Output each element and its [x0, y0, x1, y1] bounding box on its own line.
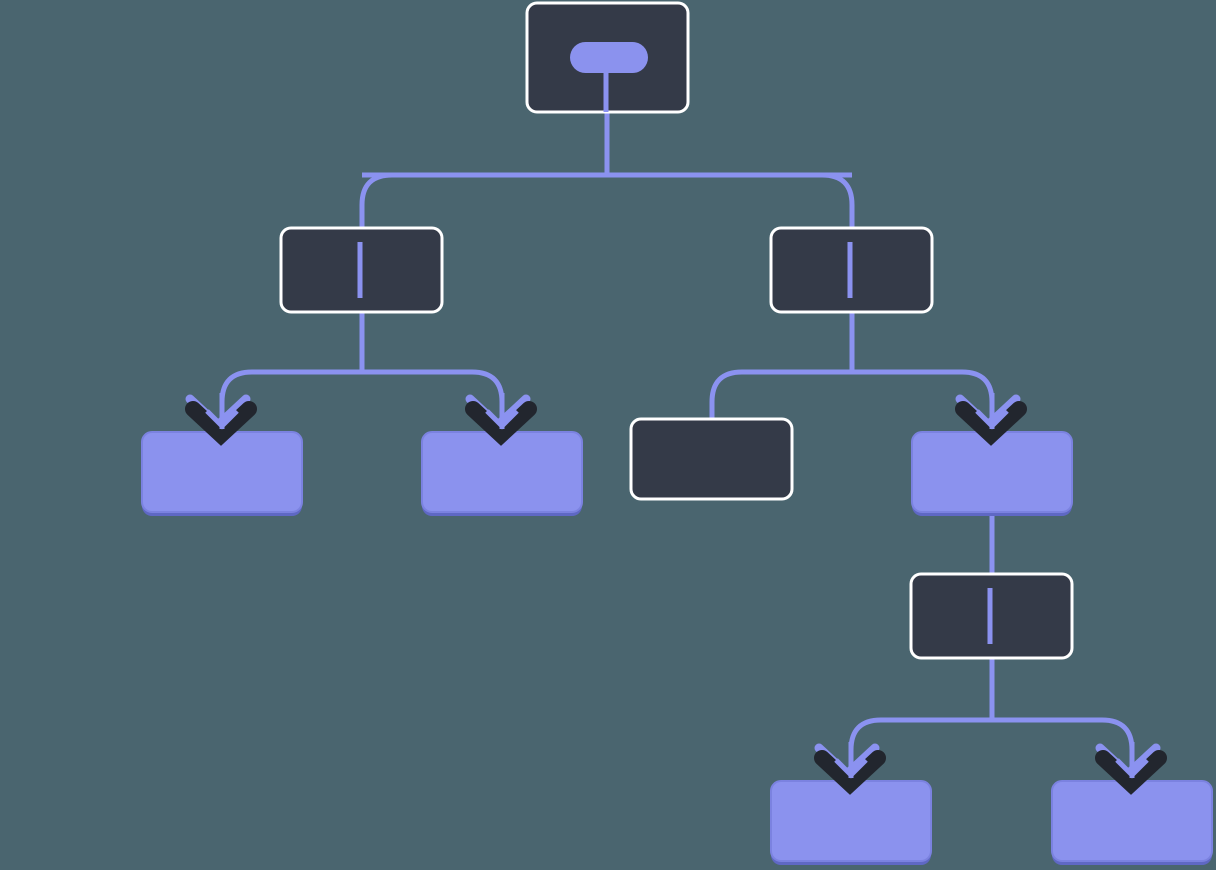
level1-right-node[interactable]: [769, 226, 934, 314]
arrowhead-into-leaf-b: [465, 393, 537, 446]
arrowhead-into-leaf-a: [185, 393, 257, 446]
arrowhead-into-leaf-e-shaft: [848, 742, 854, 778]
arrowhead-into-leaf-e-dark-chevron: [814, 750, 886, 795]
arrowhead-into-leaf-f-shaft: [1129, 742, 1135, 778]
arrowhead-into-branch-d-dark-chevron: [955, 401, 1027, 446]
connector-root-to-level1-right: [607, 172, 855, 312]
root-node-inner-stem: [603, 72, 609, 112]
arrowhead-into-leaf-b-dark-chevron: [465, 401, 537, 446]
arrowhead-into-leaf-b-shaft: [499, 393, 505, 429]
arrowhead-into-leaf-a-dark-chevron: [185, 401, 257, 446]
arrowhead-into-leaf-f-tip: [1115, 758, 1149, 779]
arrowhead-into-leaf-a-tip: [205, 409, 239, 430]
arrowhead-into-branch-d-shaft: [989, 393, 995, 429]
level3-dark-node-inner-stem: [987, 588, 993, 644]
arrowhead-into-branch-d-tip: [975, 409, 1009, 430]
root-node-pill-badge: [570, 42, 648, 73]
level2-dark-node-body[interactable]: [629, 417, 794, 501]
level1-left-node-inner-stem: [357, 242, 363, 298]
connector-root-to-level1-left: [359, 172, 607, 312]
arrowhead-into-leaf-a-shaft: [219, 393, 225, 429]
level1-right-node-inner-stem: [847, 242, 853, 298]
arrowhead-into-leaf-e-tip: [834, 758, 868, 779]
connector-level1-right-to-dark-node: [709, 369, 852, 422]
arrowhead-into-leaf-e: [814, 742, 886, 795]
arrowhead-into-leaf-f: [1095, 742, 1167, 795]
level2-dark-node[interactable]: [629, 417, 794, 501]
arrowhead-into-leaf-b-tip: [485, 409, 519, 430]
arrowhead-into-branch-d: [955, 393, 1027, 446]
arrowhead-into-leaf-f-dark-chevron: [1095, 750, 1167, 795]
nodes-layer: [141, 1, 1213, 862]
level3-dark-node[interactable]: [909, 572, 1074, 660]
root-node[interactable]: [525, 1, 690, 114]
arrowheads-layer: [185, 393, 1167, 795]
level1-left-node[interactable]: [279, 226, 444, 314]
